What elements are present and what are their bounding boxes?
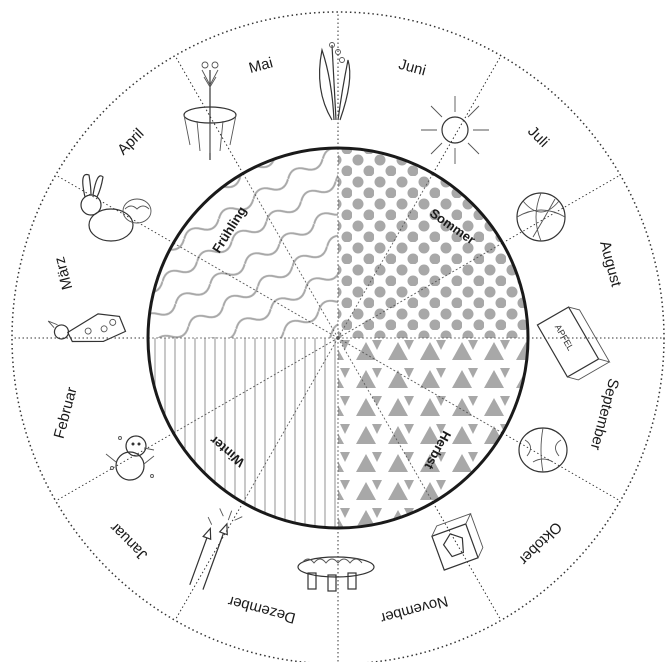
advent-wreath-icon [298,557,374,591]
month-label-mai: Mai [247,54,275,77]
month-label-juni: Juni [397,56,428,80]
month-label-oktober: Oktober [515,518,565,568]
sun-icon [421,96,489,164]
season-quadrant-sommer [338,148,528,338]
month-label-juli: Juli [524,123,552,151]
month-divider [503,175,621,243]
month-label-april: April [114,125,147,158]
easter-bunny-icon [81,174,151,241]
carnival-clown-icon [48,302,126,353]
month-label-januar: Januar [107,519,151,563]
month-divider [175,56,243,174]
season-quadrant-herbst [338,338,528,528]
month-divider [56,433,174,501]
month-label-august: August [596,239,625,289]
month-label-september: September [587,377,622,452]
beach-ball-icon [517,193,565,241]
snowman-icon [106,436,154,480]
month-label-februar: Februar [51,385,81,440]
season-quadrant-winter [148,338,338,528]
month-label-dezember: Dezember [226,592,297,626]
month-label-maerz: März [51,255,76,292]
month-label-november: November [379,592,450,626]
lily-of-the-valley-icon [320,43,350,121]
season-quadrant-fruehling [148,148,338,338]
walnut-icon [519,428,567,472]
apple-juice-carton-icon: APFEL [537,303,609,384]
maypole-icon [184,62,236,160]
season-quadrants [148,148,528,528]
lantern-icon [429,514,485,570]
month-divider [433,56,501,174]
